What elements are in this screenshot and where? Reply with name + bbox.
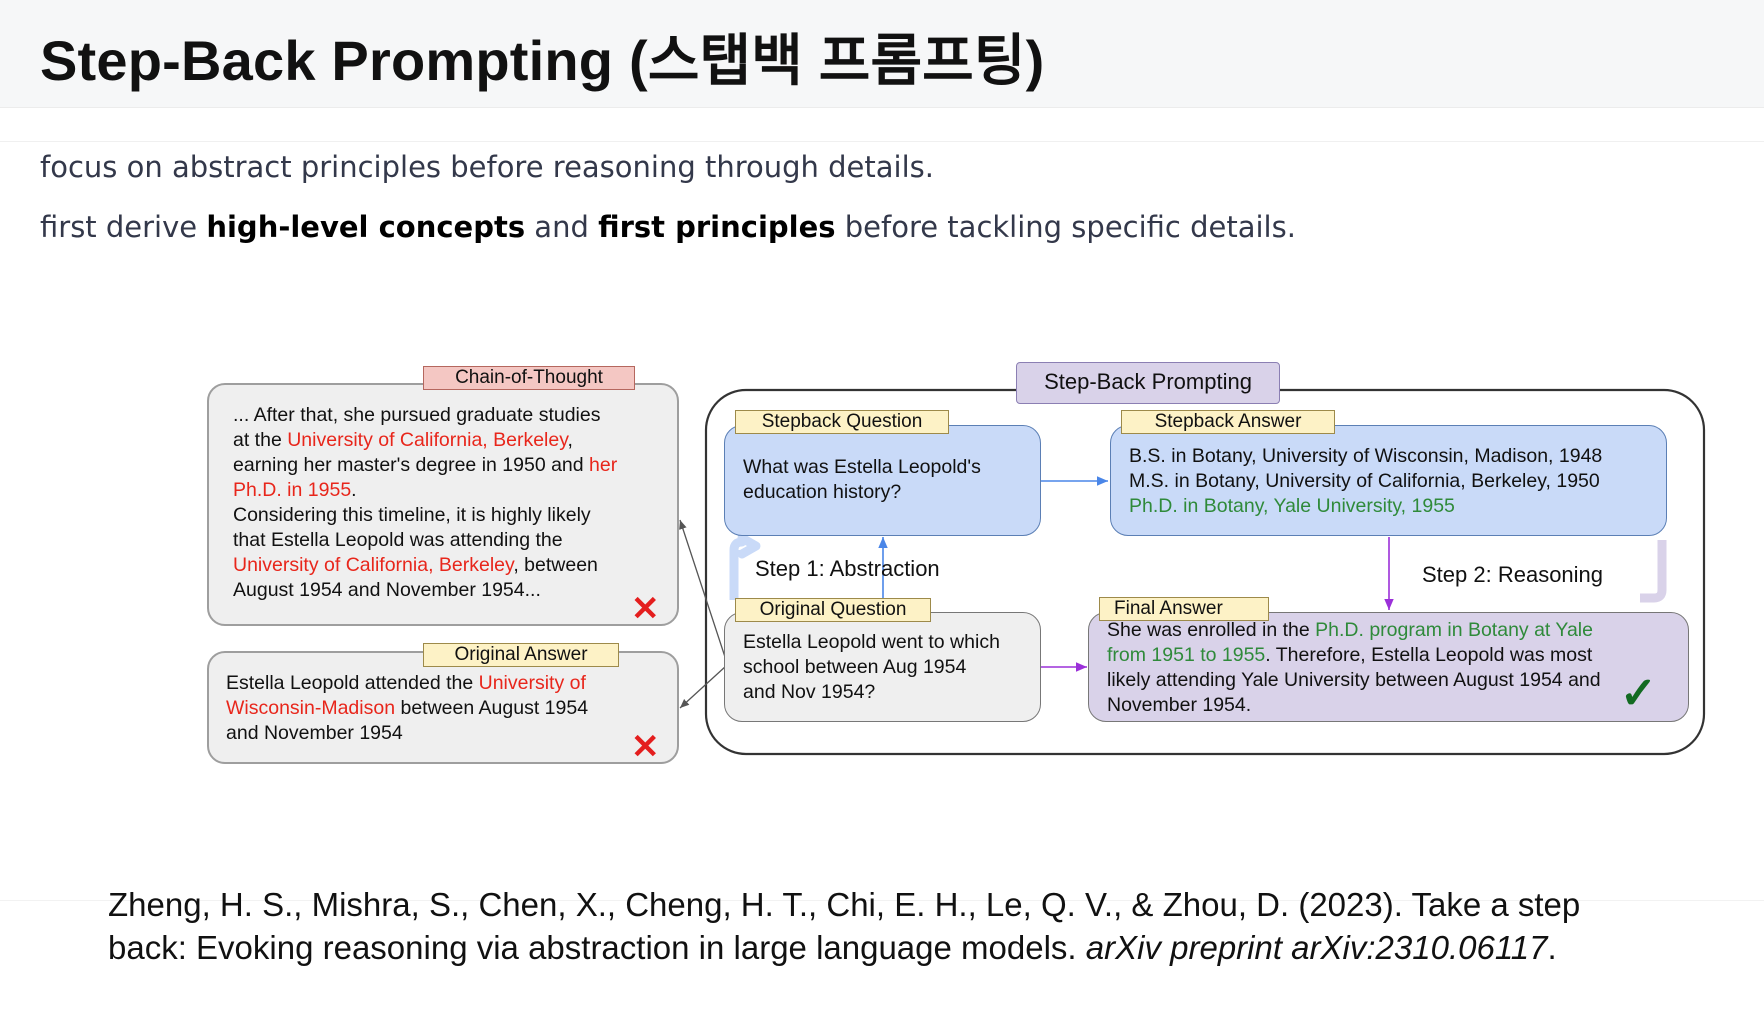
intro-text: first derive (40, 210, 207, 244)
final-answer-line: from 1951 to 1955. Therefore, Estella Le… (1107, 643, 1601, 668)
cot-line: August 1954 and November 1954... (233, 579, 541, 601)
original-question-line: Estella Leopold went to which (743, 631, 1000, 653)
step2-curved-arrow (1640, 540, 1667, 603)
cot-highlight: University of California, Berkeley (233, 554, 514, 576)
stepback-answer-line: B.S. in Botany, University of Wisconsin,… (1129, 445, 1603, 467)
cot-fragment: , (567, 429, 573, 451)
original-question-text: Estella Leopold went to which school bet… (743, 630, 1000, 705)
original-question-box (724, 612, 1041, 722)
final-answer-fragment: She was enrolled in the (1107, 619, 1316, 641)
cot-line: Considering this timeline, it is highly … (233, 504, 591, 526)
final-answer-text: She was enrolled in the Ph.D. program in… (1107, 618, 1601, 718)
cot-fragment: , between (513, 554, 598, 576)
arrow-to-cot (679, 519, 727, 661)
stepback-answer-line: M.S. in Botany, University of California… (1129, 470, 1600, 492)
citation: Zheng, H. S., Mishra, S., Chen, X., Chen… (108, 883, 1668, 969)
final-answer-line: She was enrolled in the Ph.D. program in… (1107, 618, 1601, 643)
stepback-question-line: What was Estella Leopold's (743, 456, 981, 478)
cot-wrong-icon: ✕ (631, 590, 660, 628)
original-answer-highlight: University of (478, 672, 586, 694)
intro-bold: first principles (598, 210, 836, 244)
final-answer-fragment: . Therefore, Estella Leopold was most (1265, 644, 1593, 666)
divider (0, 141, 1764, 142)
cot-text: ... After that, she pursued graduate stu… (233, 403, 617, 603)
step-back-prompting-tag: Step-Back Prompting (1016, 362, 1280, 404)
intro-line-2: first derive high-level concepts and fir… (40, 210, 1296, 244)
original-answer-text: Estella Leopold attended the University … (226, 671, 588, 746)
divider (0, 900, 1764, 901)
step1-label: Step 1: Abstraction (755, 556, 940, 581)
final-answer-correct-icon: ✓ (1620, 669, 1657, 718)
original-question-tag: Original Question (735, 598, 931, 622)
cot-line: Ph.D. in 1955. (233, 478, 617, 503)
stepback-answer-text: B.S. in Botany, University of Wisconsin,… (1129, 444, 1602, 519)
cot-highlight: her (589, 454, 618, 476)
final-answer-highlight: from 1951 to 1955 (1107, 644, 1266, 666)
cot-line: at the University of California, Berkele… (233, 428, 617, 453)
intro-text: and (525, 210, 599, 244)
intro-line-1: focus on abstract principles before reas… (40, 150, 934, 184)
cot-fragment: at the (233, 429, 288, 451)
stepback-answer-tag: Stepback Answer (1121, 410, 1335, 434)
step2-label: Step 2: Reasoning (1422, 562, 1604, 587)
final-answer-highlight: Ph.D. program in Botany at Yale (1315, 619, 1593, 641)
cot-highlight: University of California, Berkeley (287, 429, 568, 451)
stepback-question-text: What was Estella Leopold's education his… (743, 455, 981, 505)
cot-line: earning her master's degree in 1950 and … (233, 453, 617, 478)
cot-fragment: earning her master's degree in 1950 and (233, 454, 590, 476)
original-question-line: and Nov 1954? (743, 681, 876, 703)
original-answer-line: Estella Leopold attended the University … (226, 671, 588, 696)
final-answer-tag: Final Answer (1099, 597, 1269, 621)
citation-end: . (1547, 929, 1557, 966)
stepback-answer-line: Ph.D. in Botany, Yale University, 1955 (1129, 495, 1455, 517)
intro-bold: high-level concepts (206, 210, 526, 244)
chain-of-thought-tag: Chain-of-Thought (423, 366, 635, 390)
citation-text: Zheng, H. S., Mishra, S., Chen, X., Chen… (108, 886, 1581, 966)
stepback-question-line: education history? (743, 481, 902, 503)
original-answer-wrong-icon: ✕ (631, 728, 660, 766)
original-answer-line: and November 1954 (226, 722, 403, 744)
original-answer-tag: Original Answer (423, 643, 619, 667)
cot-highlight: Ph.D. in 1955 (233, 479, 352, 501)
cot-line: ... After that, she pursued graduate stu… (233, 404, 601, 426)
intro-text: before tackling specific details. (835, 210, 1296, 244)
arrow-to-original-answer (679, 665, 727, 709)
cot-line: that Estella Leopold was attending the (233, 529, 563, 551)
cot-fragment: . (351, 479, 357, 501)
page-title: Step-Back Prompting (스탭백 프롬프팅) (40, 29, 1045, 92)
stepback-question-tag: Stepback Question (735, 410, 949, 434)
original-answer-fragment: between August 1954 (395, 697, 589, 719)
original-answer-fragment: Estella Leopold attended the (226, 672, 479, 694)
citation-journal: arXiv preprint arXiv:2310.06117 (1085, 929, 1548, 966)
stepback-question-box (724, 425, 1041, 536)
final-answer-line: likely attending Yale University between… (1107, 669, 1601, 691)
stepback-answer-box (1110, 425, 1667, 536)
title-bar: Step-Back Prompting (스탭백 프롬프팅) (0, 0, 1764, 108)
original-answer-highlight: Wisconsin-Madison (226, 697, 396, 719)
final-answer-box (1088, 612, 1689, 722)
original-question-line: school between Aug 1954 (743, 656, 967, 678)
cot-line: University of California, Berkeley, betw… (233, 553, 617, 578)
original-answer-line: Wisconsin-Madison between August 1954 (226, 696, 588, 721)
final-answer-line: November 1954. (1107, 694, 1252, 716)
step1-curved-arrow (729, 533, 761, 600)
